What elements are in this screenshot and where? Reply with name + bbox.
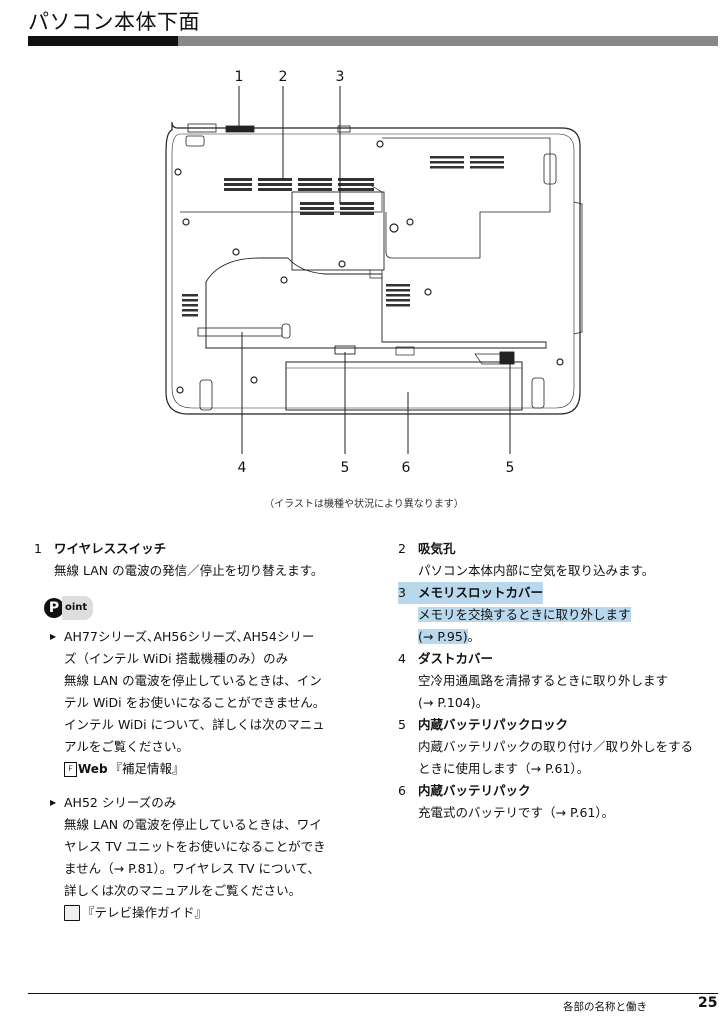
point-label: oint [62, 596, 94, 620]
footer-rule [28, 993, 718, 994]
bullet-triangle-icon: ▶ [50, 798, 57, 807]
dust-cover [205, 257, 547, 349]
bullet-triangle-icon: ▶ [50, 632, 57, 641]
item-title: ダストカバー [418, 651, 494, 666]
item-desc: 空冷用通風路を清掃するときに取り外します(→ P.104)。 [418, 673, 669, 710]
title-rule [28, 36, 718, 46]
bullet-line: ヤレス TV ユニットをお使いになることができ [64, 839, 326, 854]
bullet-line: ズ（インテル WiDi 搭載機種のみ）のみ [64, 651, 289, 666]
item-1: 1 ワイヤレススイッチ 無線 LAN の電波の発信／停止を切り替えます。 [34, 538, 364, 582]
item-number: 5 [398, 717, 406, 732]
item-title: ワイヤレススイッチ [54, 541, 167, 556]
callout-5a: 5 [341, 460, 350, 476]
bullet-line: 無線 LAN の電波を停止しているときは、ワイ [64, 817, 322, 832]
bullet-line: 無線 LAN の電波を停止しているときは、イン [64, 673, 322, 688]
item-title: メモリスロットカバー [418, 582, 544, 604]
bullet-line: テル WiDi をお使いになることができません。 [64, 695, 326, 710]
item-desc: 充電式のバッテリです（→ P.61）。 [418, 805, 615, 820]
item-title: 内蔵バッテリパック [418, 783, 531, 798]
item-number: 2 [398, 541, 406, 556]
chassis-outline [165, 121, 581, 415]
point-bullet-1: ▶ AH77シリーズ､AH56シリーズ､AH54シリー ズ（インテル WiDi … [50, 626, 364, 780]
item-6: 6 内蔵バッテリパック 充電式のバッテリです（→ P.61）。 [398, 780, 723, 824]
bullet-line: AH77シリーズ､AH56シリーズ､AH54シリー [64, 629, 315, 644]
item-desc: 内蔵バッテリパックの取り付け／取り外しをするときに使用します（→ P.61）。 [418, 739, 694, 776]
battery-pack [285, 361, 523, 411]
item-number: 1 [34, 541, 42, 556]
callout-1: 1 [235, 69, 244, 85]
footer-section-title: 各部の名称と働き [563, 1001, 647, 1013]
callout-3: 3 [336, 69, 345, 85]
page-title: パソコン本体下面 [28, 10, 200, 34]
item-title: 内蔵バッテリパックロック [418, 717, 569, 732]
wireless-switch [225, 125, 255, 133]
right-column: 2 吸気孔 パソコン本体内部に空気を取り込みます。 3 メモリスロットカバー メ… [398, 538, 723, 824]
item-desc: 無線 LAN の電波の発信／停止を切り替えます。 [54, 563, 324, 578]
item-desc: メモリを交換するときに取り外します (→ P.95)。 [418, 607, 631, 644]
bullet-line: AH52 シリーズのみ [64, 795, 177, 810]
item-title: 吸気孔 [418, 541, 456, 556]
callout-4: 4 [238, 460, 247, 476]
callout-2: 2 [279, 69, 288, 85]
bullet-line: アルをご覧ください。 [64, 739, 189, 754]
callout-6: 6 [402, 460, 411, 476]
illustration-caption: （イラストは機種や状況により異なります） [264, 499, 464, 510]
pc-bottom-diagram: 1 2 3 4 5 6 5 [165, 69, 583, 476]
memory-slot-cover [291, 191, 385, 271]
bullet-line: インテル WiDi について、詳しくは次のマニュ [64, 717, 325, 732]
page-number: 25 [698, 995, 718, 1011]
book-manual-icon [64, 905, 80, 921]
bullet-line: 詳しくは次のマニュアルをご覧ください。 [64, 883, 302, 898]
item-5: 5 内蔵バッテリパックロック 内蔵バッテリパックの取り付け／取り外しをするときに… [398, 714, 723, 780]
reference-title: 『補足情報』 [109, 761, 185, 776]
point-badge: P oint [44, 594, 364, 622]
callout-5b: 5 [506, 460, 515, 476]
item-2: 2 吸気孔 パソコン本体内部に空気を取り込みます。 [398, 538, 723, 582]
item-number: 4 [398, 651, 406, 666]
battery-lock-right [499, 351, 515, 365]
manual-reference: 『テレビ操作ガイド』 [64, 902, 364, 924]
left-column: 1 ワイヤレススイッチ 無線 LAN の電波の発信／停止を切り替えます。 P o… [34, 538, 364, 924]
item-number: 6 [398, 783, 406, 798]
bullet-line: ません（→ P.81）。ワイヤレス TV について、 [64, 861, 321, 876]
item-number: 3 [398, 582, 418, 604]
item-4: 4 ダストカバー 空冷用通風路を清掃するときに取り外します(→ P.104)。 [398, 648, 723, 714]
item-desc: パソコン本体内部に空気を取り込みます。 [418, 563, 655, 578]
point-icon: P [44, 598, 64, 618]
point-bullet-2: ▶ AH52 シリーズのみ 無線 LAN の電波を停止しているときは、ワイ ヤレ… [50, 792, 364, 924]
item-3: 3 メモリスロットカバー メモリを交換するときに取り外します (→ P.95)。 [398, 582, 723, 648]
reference-title: 『テレビ操作ガイド』 [82, 905, 208, 920]
